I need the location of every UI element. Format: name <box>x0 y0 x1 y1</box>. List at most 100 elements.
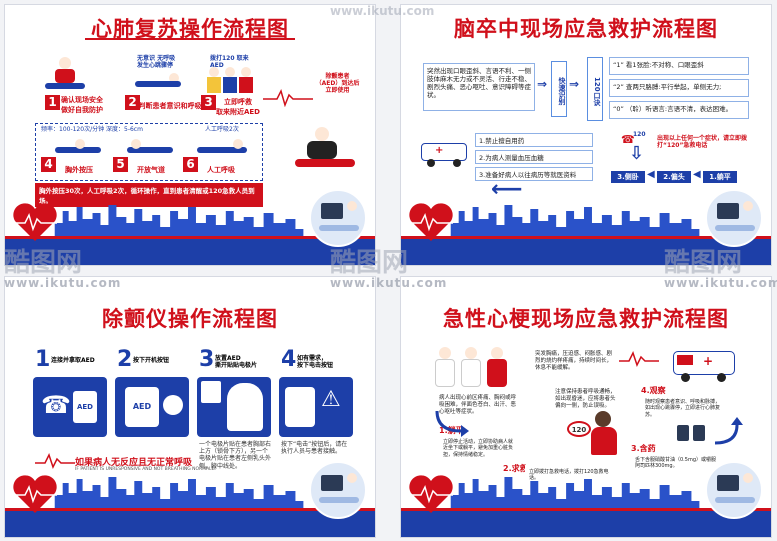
heart-icon <box>409 203 453 241</box>
step5-label: 开放气道 <box>137 166 165 174</box>
no-breath-callout: 无意识 无呼吸 发生心跳骤停 <box>137 55 176 70</box>
city-skyline <box>450 477 700 513</box>
stroke-intro: 突然出现口眼歪斜、言语不利、一侧肢体麻木无力或不灵活、行走不稳、剧烈头痛、恶心呕… <box>423 63 535 111</box>
aed-step4-box: ⚠ <box>279 377 353 437</box>
flow-side-lying: 3.侧卧 <box>611 171 645 183</box>
chest-pain-figures <box>435 347 515 389</box>
defibrillator-title: 除颤仪操作流程图 <box>102 307 278 331</box>
call-emergency-note: 出现以上任何一个症状，请立即拨打“120”急救电话 <box>657 135 748 150</box>
city-skyline <box>54 205 304 241</box>
step1-label: 确认现场安全 做好自我防护 <box>61 96 103 114</box>
step3-illustration <box>205 67 253 93</box>
heart-icon <box>13 475 57 513</box>
flow-turn-head: 2.偏头 <box>657 171 691 183</box>
check-speech: “0” （聆）听语言:言语不清，表达困难。 <box>609 101 749 119</box>
arrow-right-icon: ⇒ <box>537 77 548 91</box>
call-bubble: 120 <box>567 421 591 437</box>
footer-band <box>5 239 375 265</box>
arrow-down-icon: ⇩ <box>629 143 645 164</box>
power-button-icon <box>163 395 183 415</box>
step-observe-text: 随时观察患者意识、呼吸和脉搏，如出现心跳骤停，立即进行心肺复苏。 <box>641 395 727 419</box>
airway-note: 注意保持患者呼吸通畅，如出现昏迷，应将患者头偏向一侧，防止误吸。 <box>551 385 623 411</box>
cpr-steps-box <box>35 123 263 181</box>
warning-title: 如果病人无反应且无正常呼吸 <box>75 458 193 468</box>
defibrillator-panel: 除颤仪操作流程图 1 连接并拿取AED 2 按下开机按钮 3 放置AED 撕开贴… <box>4 276 376 538</box>
watermark-url-center: www.ikutu.com <box>330 276 448 290</box>
pulse-line-icon <box>263 88 313 107</box>
step-call-title: 2.求救 <box>503 464 528 473</box>
warning-icon: ⚠ <box>321 387 341 412</box>
watermark-url-right: www.ikutu.com <box>664 276 777 290</box>
heart-icon <box>409 475 453 513</box>
ambulance-icon: + <box>673 347 735 382</box>
step6-number: 6 <box>183 157 198 172</box>
action-prepare-records: 3.准备好病人以往病历等就医资料 <box>475 167 593 181</box>
stroke-title: 脑卒中现场应急救护流程图 <box>454 17 718 41</box>
breath-note: 人工呼吸2次 <box>205 126 239 133</box>
hospital-scene-image <box>309 461 367 519</box>
aed-step3-number: 3 <box>199 347 215 372</box>
step5-illustration <box>127 139 173 155</box>
curved-arrow-icon <box>435 410 469 437</box>
footer-band <box>5 511 375 537</box>
pulse-line-icon <box>35 453 75 469</box>
phone-icon: ☎ <box>621 133 635 146</box>
city-skyline <box>54 477 304 513</box>
action-measure-bp: 2.为病人测量血压血糖 <box>475 150 593 164</box>
symptom-intro-2: 病人出现心前区疼痛、胸闷或呼吸困难，伴面色苍白、出汗、恶心呕吐等症状。 <box>435 391 525 421</box>
aed-device-icon: AED <box>73 391 97 423</box>
action-no-medication: 1.禁止擅自用药 <box>475 133 593 147</box>
footer-red-line <box>401 236 771 239</box>
aed-step2-box: AED <box>115 377 189 437</box>
torso-icon <box>227 383 263 431</box>
pulse-line-icon <box>619 351 659 367</box>
arrow-left-icon: ⟵ <box>491 177 523 202</box>
check-face: “1” 看1张脸:不对称、口眼歪斜 <box>609 57 749 75</box>
heart-icon <box>13 203 57 241</box>
arrow-right-icon-2: ⇒ <box>569 77 580 91</box>
footer-red-line <box>401 508 771 511</box>
aed-step1-number: 1 <box>35 347 51 372</box>
step3-number: 3 <box>201 95 216 110</box>
step5-number: 5 <box>113 157 128 172</box>
cpr-panel: 心肺复苏操作流程图 1 确认现场安全 做好自我防护 无意识 无呼吸 发生心跳骤停… <box>4 4 376 266</box>
step-observe-title: 4.观察 <box>641 386 666 395</box>
quick-identify-label: 快速识别 <box>551 61 567 117</box>
cpr-cycle-bar: 胸外按压30次，人工呼吸2次，循环操作，直到患者清醒或120急救人员到场。 <box>35 183 263 207</box>
aed-step4-label: 如有需求， 按下电击按钮 <box>297 355 334 370</box>
step-medication-text: 舌下含服硝酸甘油（0.5mg）或嚼服阿司匹林300mg。 <box>631 453 723 475</box>
step4-number: 4 <box>41 157 56 172</box>
title-underline <box>85 38 295 40</box>
step4-label: 胸外按压 <box>65 166 93 174</box>
heart-attack-panel: 急性心梗现场应急救护流程图 突发胸痛，压迫感、闷胀感、剧烈的烧灼样疼痛，持续时间… <box>400 276 772 538</box>
step2-illustration <box>135 73 185 93</box>
aed-step4-number: 4 <box>281 347 297 372</box>
step6-label: 人工呼吸 <box>207 166 235 174</box>
medicine-icon <box>677 421 709 441</box>
ambulance-icon: + <box>421 137 467 167</box>
hospital-scene-image <box>705 189 763 247</box>
step3-label: 立即呼救 取来附近AED <box>215 98 260 116</box>
compression-note: 频率：100-120次/分钟 深度：5-6cm <box>41 126 143 133</box>
check-arms: “2” 查两只胳膊:平行举起，单侧无力; <box>609 79 749 97</box>
step-medication-title: 3.含药 <box>631 444 656 453</box>
footer-red-line <box>5 508 375 511</box>
heart-attack-title: 急性心梗现场应急救护流程图 <box>443 307 729 331</box>
aed-unit-icon: AED <box>125 387 159 427</box>
aed-step2-label: 按下开机按钮 <box>133 357 170 364</box>
flow-arrow-icon-2: ◀ <box>693 169 701 180</box>
watermark-url-left: www.ikutu.com <box>4 276 122 290</box>
step2-label: 判断患者意识和呼吸 <box>138 102 202 110</box>
flow-arrow-icon-1: ◀ <box>647 169 655 180</box>
aed-step3-label: 放置AED 撕开贴贴电极片 <box>215 355 258 370</box>
symptom-intro-1: 突发胸痛，压迫感、闷胀感、剧烈的烧灼样疼痛，持续时间长，休息不能缓解。 <box>531 347 621 383</box>
pads-icon <box>201 381 221 403</box>
hospital-scene-image <box>309 189 367 247</box>
aed-step1-label: 连接并拿取AED <box>51 357 95 364</box>
mnemonic-120-label: 120口诀 <box>587 57 603 121</box>
call-callout: 拨打120 取来AED <box>210 55 249 70</box>
pad-placement-note: 一个电极片贴在患者胸部右上方（锁骨下方），另一个电极片贴在患者左侧乳头外侧，腋中… <box>199 441 272 470</box>
aed-side-note: 除颤患者 （AED）到达后 立即使用 <box>315 73 360 95</box>
call-number: 120 <box>633 131 646 138</box>
